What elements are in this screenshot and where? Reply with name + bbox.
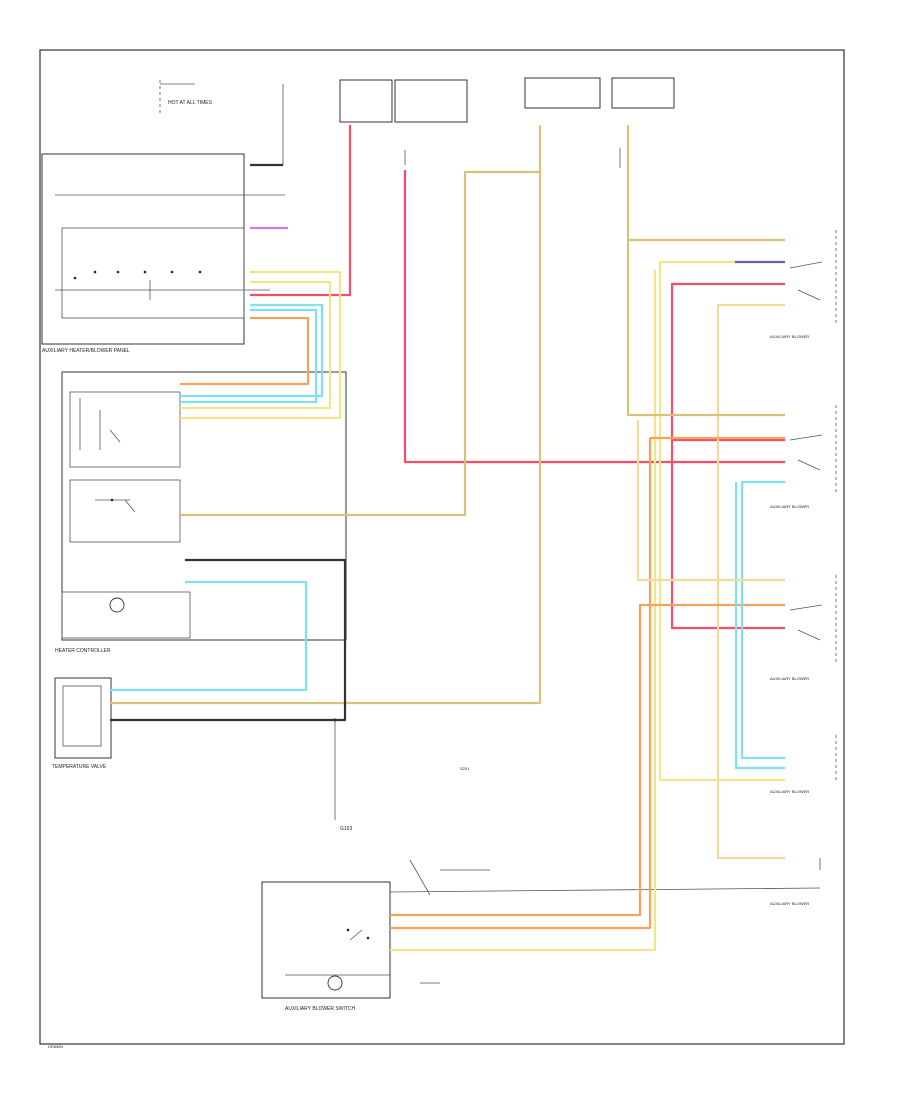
- ground-g103: G103: [333, 718, 352, 832]
- heater-controller: HEATER CONTROLLER: [55, 371, 347, 654]
- tan-wire-valve: [110, 172, 542, 705]
- cyan-wire-right: [740, 480, 785, 760]
- fuse-hot-at-all-times: HOT AT ALL TIMES: [159, 80, 284, 165]
- orange-wire-panel: [180, 316, 310, 386]
- red-wire-main: [250, 125, 352, 297]
- red-wire-right: [403, 170, 785, 464]
- aux-blower-switch-label: AUXILIARY BLOWER SWITCH: [285, 1006, 355, 1012]
- top-connectors: [339, 77, 675, 168]
- aux-blower-relay-1: AUXILIARY BLOWER: [770, 230, 837, 339]
- orange-wire-switch: [390, 603, 785, 917]
- aux-blower-2-label: AUXILIARY BLOWER: [770, 504, 809, 509]
- yellow-wire-2: [180, 280, 332, 410]
- hot-at-all-times-label: HOT AT ALL TIMES: [168, 100, 213, 106]
- splice-label: S201: [460, 766, 470, 771]
- tan-wire-right: [626, 238, 785, 417]
- temperature-valve-label: TEMPERATURE VALVE: [52, 764, 107, 770]
- aux-blower-switch: AUXILIARY BLOWER SWITCH: [261, 881, 391, 1012]
- cyan-wire-panel-2: [180, 308, 318, 404]
- aux-blower-relay-2: AUXILIARY BLOWER: [770, 405, 837, 509]
- auxiliary-heater-blower-panel: AUXILIARY HEATER/BLOWER PANEL: [41, 153, 285, 354]
- black-wire-controller: [110, 558, 347, 722]
- yellow-wire-1: [180, 270, 342, 420]
- orange-wire-relay2: [390, 436, 785, 930]
- aux-blower-4-label: AUXILIARY BLOWER: [770, 789, 809, 794]
- aux-blower-relay-4: AUXILIARY BLOWER: [770, 735, 837, 794]
- aux-blower-5-label: AUXILIARY BLOWER: [770, 901, 809, 906]
- tan-wire-relay3: [636, 420, 785, 582]
- auxiliary-panel-label: AUXILIARY HEATER/BLOWER PANEL: [42, 348, 130, 354]
- aux-blower-3-label: AUXILIARY BLOWER: [770, 676, 809, 681]
- cyan-wire-panel-1: [180, 303, 324, 398]
- diagram-frame: [39, 49, 845, 1045]
- aux-blower-1-label: AUXILIARY BLOWER: [770, 334, 809, 339]
- cyan-wire-valve: [110, 580, 308, 692]
- temperature-valve: TEMPERATURE VALVE: [52, 677, 112, 770]
- heater-controller-label: HEATER CONTROLLER: [55, 648, 111, 654]
- aux-blower-relay-5: AUXILIARY BLOWER: [770, 858, 821, 906]
- page-code: DRAWN: [48, 1044, 63, 1049]
- yellow-wire-right: [658, 260, 785, 782]
- tan-wire-controller: [180, 125, 542, 517]
- cyan-wire-right-2: [734, 482, 785, 770]
- red-wire-relays: [670, 282, 785, 630]
- ground-label: G103: [340, 826, 352, 832]
- aux-blower-relay-3: AUXILIARY BLOWER: [770, 575, 837, 681]
- yellow-wire-switch: [390, 270, 657, 952]
- yellow-wire-bottom: [716, 303, 785, 860]
